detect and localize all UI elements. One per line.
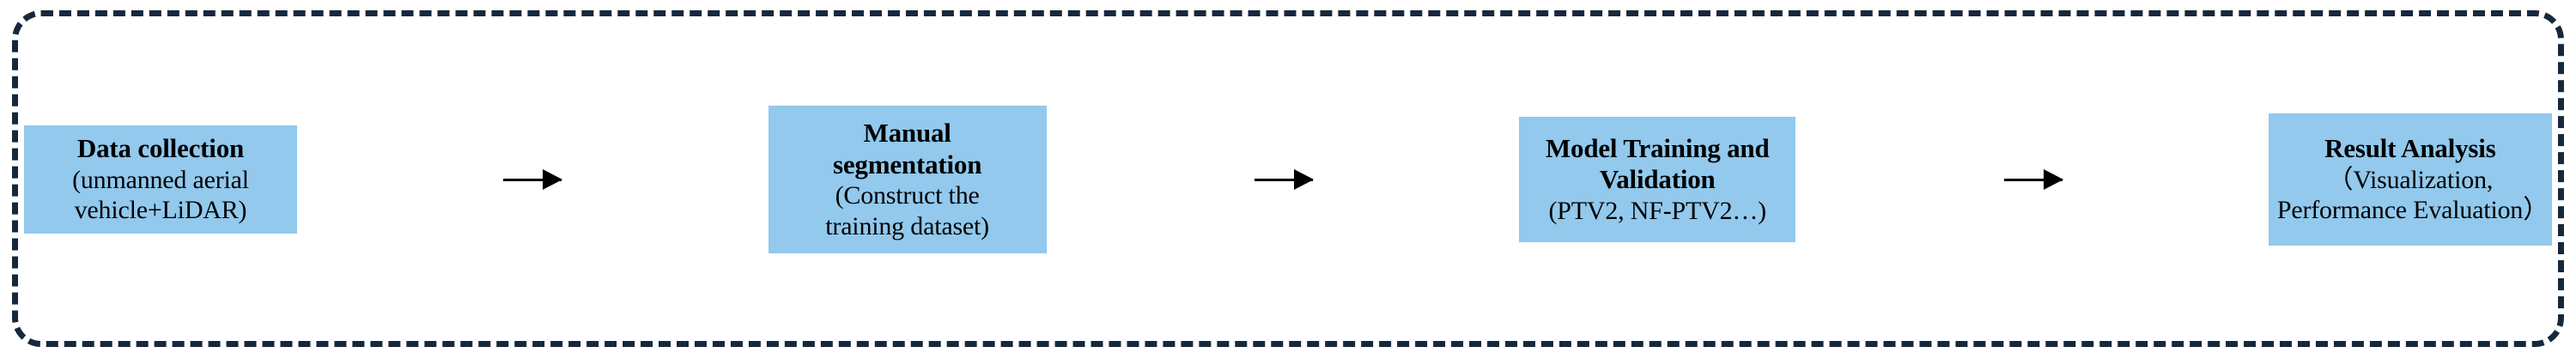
stage-title: Data collection	[76, 133, 245, 164]
stage-title: Result Analysis	[2324, 133, 2496, 164]
arrow-shaft	[2003, 178, 2063, 181]
arrow-shaft	[1254, 178, 1313, 181]
arrow-head	[1293, 169, 1314, 190]
stage-box-model-training-and-validation[interactable]: Model Training and Validation (PTV2, NF-…	[1519, 117, 1796, 242]
flow-row: Data collection (unmanned aerial vehicle…	[24, 0, 2552, 359]
stage-subtitle: (Construct the training dataset)	[825, 181, 989, 240]
stage-box-data-collection[interactable]: Data collection (unmanned aerial vehicle…	[24, 125, 297, 234]
arrow-right-icon-3	[2003, 169, 2063, 190]
arrow-right-icon-1	[503, 169, 563, 190]
stage-title: Model Training and Validation	[1545, 132, 1770, 195]
arrow-head	[2043, 169, 2063, 190]
stage-box-result-analysis[interactable]: Result Analysis （Visualization, Performa…	[2268, 113, 2552, 246]
arrow-right-icon-2	[1254, 169, 1314, 190]
stage-subtitle: （Visualization, Performance Evaluation）	[2276, 165, 2549, 225]
dashed-boundary-frame	[12, 10, 2564, 347]
stage-subtitle: (PTV2, NF-PTV2…)	[1548, 196, 1767, 225]
stage-title: Manual segmentation	[833, 118, 982, 180]
arrow-shaft	[503, 178, 562, 181]
stage-box-manual-segmentation[interactable]: Manual segmentation (Construct the train…	[768, 106, 1047, 253]
arrow-head	[543, 169, 563, 190]
stage-subtitle: (unmanned aerial vehicle+LiDAR)	[72, 165, 249, 225]
